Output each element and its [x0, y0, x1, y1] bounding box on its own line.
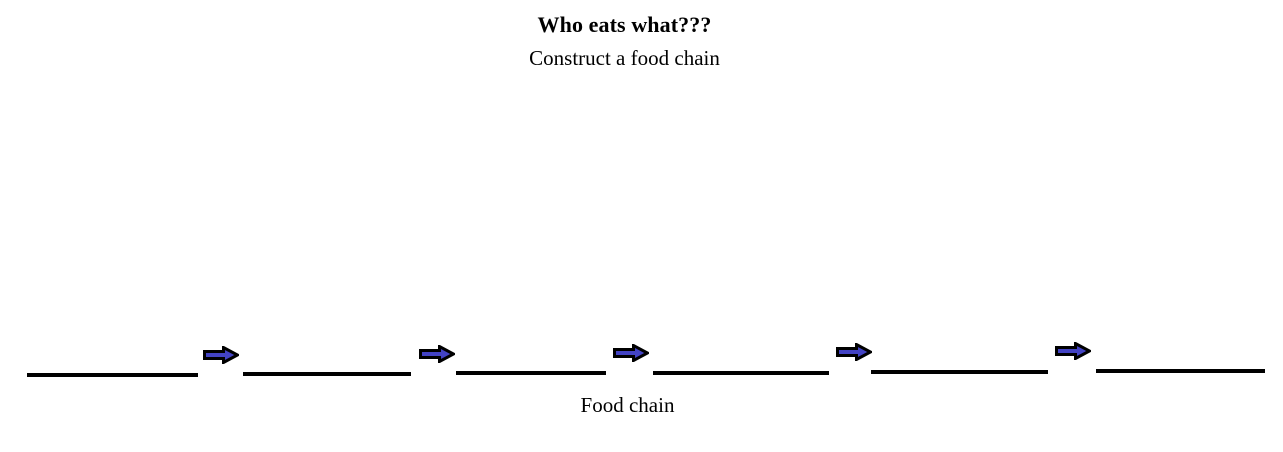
right-arrow-icon [613, 344, 649, 362]
right-arrow-icon [1055, 342, 1091, 360]
page-subtitle: Construct a food chain [529, 46, 720, 70]
right-arrow-icon [836, 343, 872, 361]
food-chain-blank-2[interactable] [243, 372, 411, 376]
food-chain-blank-1[interactable] [27, 373, 198, 377]
page-title: Who eats what??? [537, 12, 712, 37]
food-chain-caption: Food chain [580, 393, 675, 417]
right-arrow-icon [203, 346, 239, 364]
food-chain-blank-3[interactable] [456, 371, 606, 375]
heading-block: Who eats what??? Construct a food chain [0, 12, 1249, 71]
food-chain-blank-5[interactable] [871, 370, 1048, 374]
food-chain-blank-6[interactable] [1096, 369, 1265, 373]
food-chain-blank-4[interactable] [653, 371, 829, 375]
right-arrow-icon [419, 345, 455, 363]
